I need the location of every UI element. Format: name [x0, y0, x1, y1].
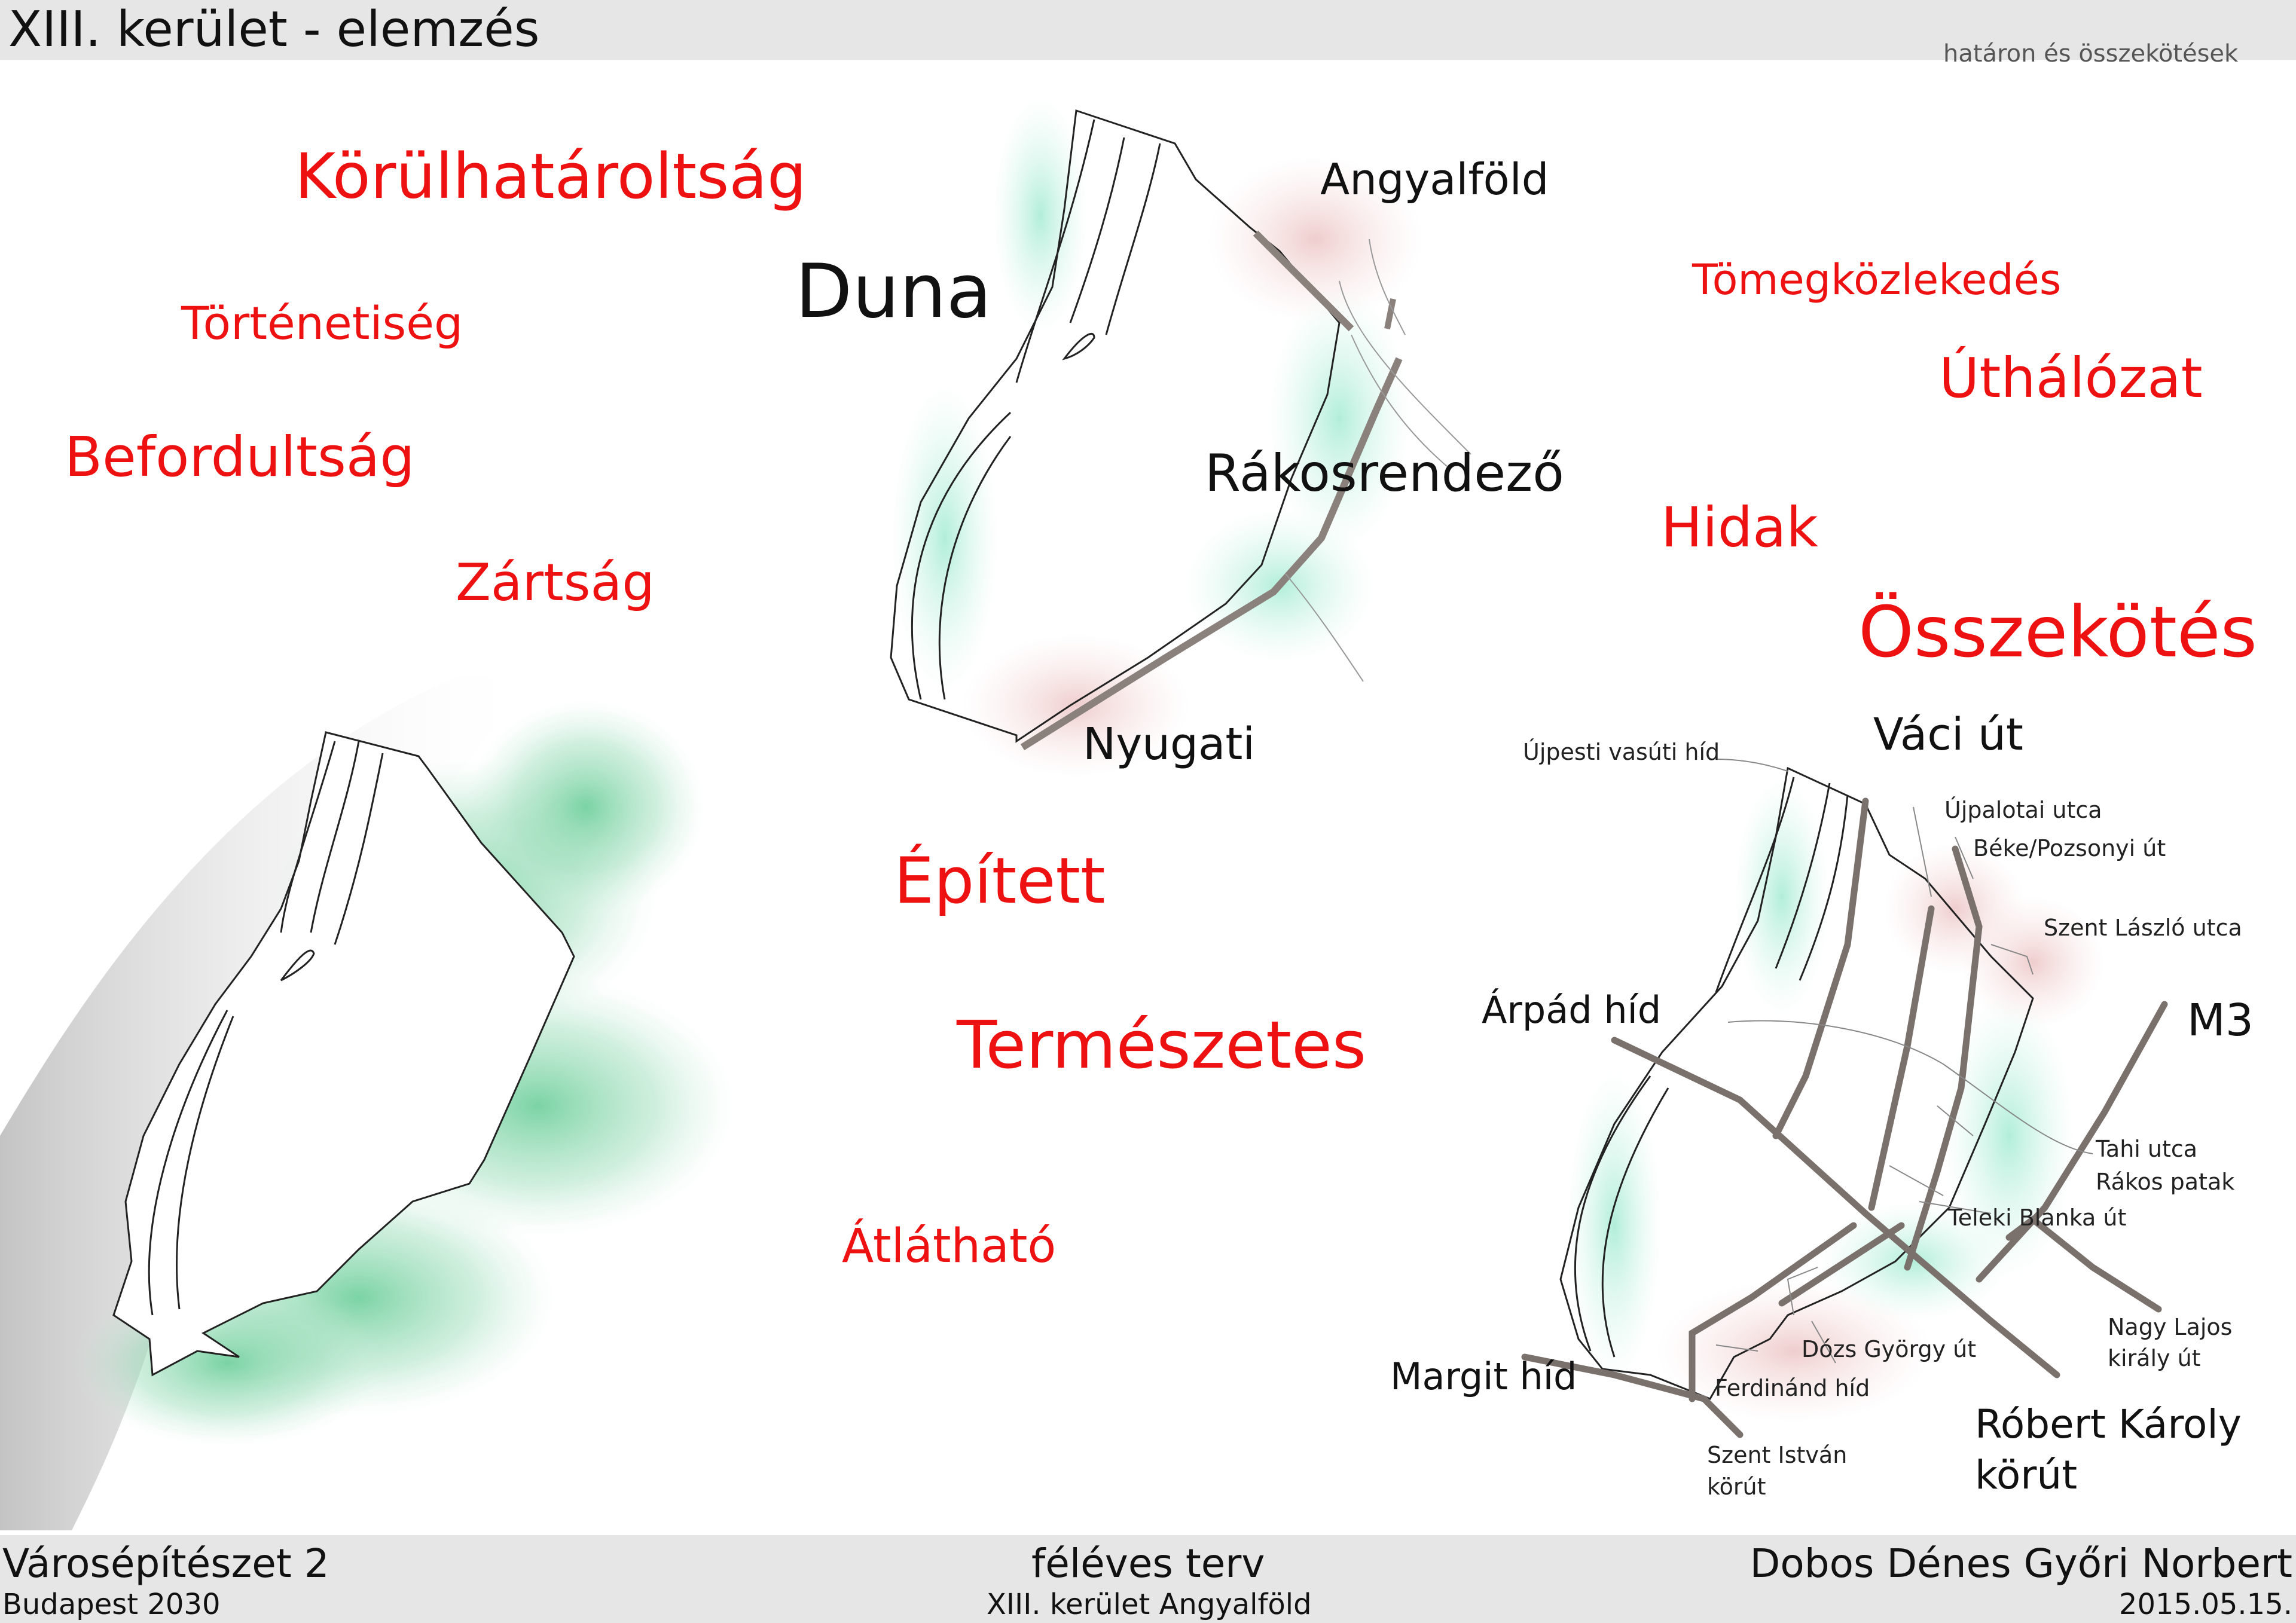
district-outline-left	[112, 731, 575, 1377]
label-tomegkozlekedes: Tömegközlekedés	[1692, 255, 2062, 304]
label-dozsa-gyorgy-ut: Dózs György út	[1802, 1336, 1977, 1362]
label-nagy-lajos-2: király út	[2108, 1345, 2201, 1371]
label-korulhataroltsag: Körülhatároltság	[295, 140, 807, 213]
label-teleki-blanka-ut: Teleki Blanka út	[1948, 1205, 2127, 1231]
label-duna: Duna	[795, 249, 992, 335]
label-tortenetiseg: Történetiség	[181, 297, 463, 350]
label-befordultsag: Befordultság	[65, 425, 415, 489]
footer-project: Budapest 2030	[2, 1588, 221, 1621]
label-szent-laszlo-utca: Szent László utca	[2044, 915, 2242, 941]
label-margit-hid: Margit híd	[1390, 1355, 1577, 1398]
label-tahi-utca: Tahi utca	[2096, 1136, 2198, 1162]
label-nyugati: Nyugati	[1083, 719, 1255, 770]
roads	[1521, 797, 2168, 1438]
label-ujpalotai-utca: Újpalotai utca	[1944, 797, 2102, 823]
cut-off-caption: határon és összekötések	[1943, 42, 2239, 63]
label-vaci-ut: Váci út	[1873, 709, 2023, 760]
label-arpad-hid: Árpád híd	[1482, 988, 1662, 1032]
label-beke-pozsonyi-ut: Béke/Pozsonyi út	[1973, 835, 2166, 861]
label-rakos-patak: Rákos patak	[2096, 1169, 2235, 1195]
page-title: XIII. kerület - elemzés	[8, 1, 540, 58]
label-szent-istvan-2: körút	[1707, 1474, 1766, 1500]
footer-date: 2015.05.15.	[2118, 1588, 2292, 1621]
footer-authors: Dobos Dénes Győri Norbert	[1750, 1541, 2293, 1587]
district-outline-right	[1559, 766, 2034, 1400]
label-atlathato: Átlátható	[842, 1219, 1057, 1273]
label-ujpesti-vasuti-hid: Újpesti vasúti híd	[1523, 739, 1720, 765]
footer-course: Városépítészet 2	[2, 1541, 329, 1587]
label-robert-karoly-2: körút	[1975, 1452, 2078, 1498]
label-angyalfold: Angyalföld	[1320, 154, 1549, 204]
label-m3: M3	[2187, 995, 2254, 1046]
label-epitett: Épített	[894, 844, 1106, 918]
label-szent-istvan-1: Szent István	[1707, 1442, 1848, 1468]
label-termeszetes: Természetes	[957, 1007, 1367, 1083]
header-bar	[0, 0, 2296, 60]
footer-bar	[0, 1535, 2296, 1623]
label-uthalozat: Úthálózat	[1939, 346, 2203, 410]
footer-plan: féléves terv	[1031, 1541, 1265, 1587]
footer-district: XIII. kerület Angyalföld	[987, 1588, 1312, 1621]
label-robert-karoly-1: Róbert Károly	[1975, 1401, 2242, 1447]
label-rakosrendezo: Rákosrendező	[1205, 444, 1564, 503]
label-osszekotes: Összekötés	[1858, 591, 2258, 673]
label-hidak: Hidak	[1661, 496, 1818, 560]
label-zartsag: Zártság	[456, 553, 655, 613]
label-ferdinand-hid: Ferdinánd híd	[1715, 1375, 1870, 1401]
railway	[1020, 357, 1403, 751]
label-nagy-lajos-1: Nagy Lajos	[2108, 1314, 2233, 1340]
